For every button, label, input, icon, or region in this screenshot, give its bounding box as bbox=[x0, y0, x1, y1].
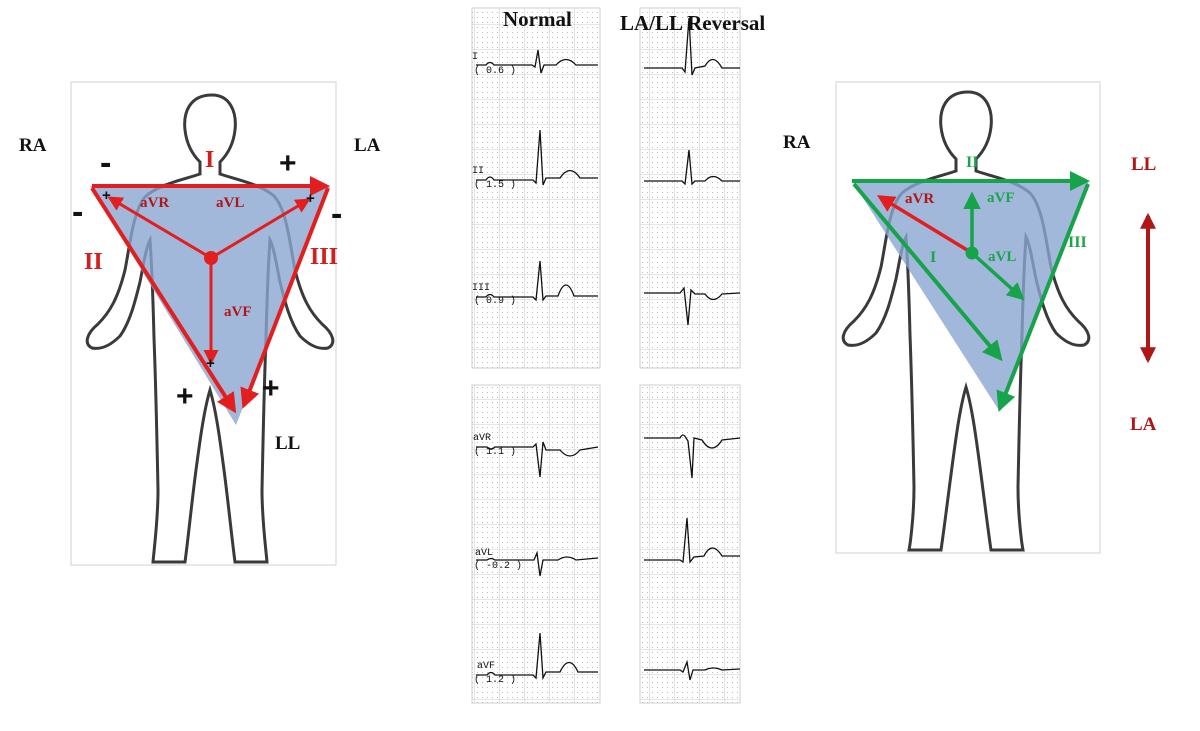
plus-sign-ll-lead-ii: + bbox=[176, 380, 194, 413]
ecg-value-lead-avf: ( 1.2 ) bbox=[474, 675, 517, 686]
right-avr-label: aVR bbox=[905, 191, 935, 207]
ecg-reversal-upper-grid bbox=[639, 7, 741, 369]
ecg-label-lead-avl: aVL bbox=[475, 548, 494, 559]
right-lead-ii-label: II bbox=[966, 154, 979, 171]
right-lead-i-label: I bbox=[930, 249, 937, 266]
heart-center-dot-reversed bbox=[965, 246, 979, 260]
left-body-outline bbox=[85, 93, 335, 564]
ecg-reversal-lead-avf-trace bbox=[644, 659, 741, 681]
avl-vector bbox=[210, 198, 311, 260]
minus-sign-la-lead-iii: - bbox=[331, 195, 343, 233]
ecg-label-lead-i: I bbox=[472, 52, 479, 63]
ecg-normal-lead-iii-trace bbox=[476, 260, 598, 302]
ecg-normal-upper-grid bbox=[471, 7, 601, 369]
ecg-normal-lead-ii-trace bbox=[476, 129, 598, 186]
right-avf-label: aVF bbox=[987, 190, 1015, 206]
right-avl-label: aVL bbox=[988, 249, 1017, 265]
ecg-normal-lead-i-trace bbox=[476, 49, 598, 74]
right-triangle-fill bbox=[852, 181, 1089, 412]
ecg-reversal-lead-iii-trace bbox=[644, 286, 741, 326]
left-electrode-ra: RA bbox=[19, 135, 47, 156]
ecg-value-lead-iii: ( 0.9 ) bbox=[474, 296, 517, 307]
left-avr-label: aVR bbox=[140, 195, 170, 211]
ecg-reversal-lead-ii-trace bbox=[644, 149, 740, 186]
lead-iii-vector-reversed bbox=[996, 183, 1090, 412]
ecg-reversal-lower-grid bbox=[639, 384, 741, 704]
right-reversal-diagram bbox=[835, 81, 1156, 554]
plus-sign-avf-tip: + bbox=[206, 355, 215, 372]
left-electrode-ll: LL bbox=[275, 433, 301, 454]
ecg-reversal-lead-avr-trace bbox=[644, 434, 741, 479]
plus-sign-avl-tip: + bbox=[306, 190, 315, 207]
ecg-normal-lead-avr-trace bbox=[476, 441, 599, 478]
ecg-label-lead-iii: III bbox=[472, 283, 491, 294]
avr-vector-reversed bbox=[877, 195, 973, 255]
ecg-value-lead-avr: ( 1.1 ) bbox=[474, 447, 517, 458]
right-electrode-la: LA bbox=[1130, 414, 1157, 435]
plus-sign-avr-tip: + bbox=[102, 187, 111, 204]
lead-i-vector-reversed bbox=[852, 182, 1003, 362]
left-lead-ii-label: II bbox=[84, 249, 103, 275]
ecg-label-lead-avf: aVF bbox=[477, 661, 496, 672]
heading-normal: Normal bbox=[503, 7, 572, 31]
right-lead-iii-label: III bbox=[1068, 234, 1087, 251]
plus-sign-la-lead-i: + bbox=[279, 147, 297, 180]
left-lead-iii-label: III bbox=[310, 244, 339, 270]
left-electrode-la: LA bbox=[354, 135, 381, 156]
ecg-normal-lead-avf-trace bbox=[476, 632, 598, 681]
left-avf-label: aVF bbox=[224, 304, 252, 320]
left-lead-i-label: I bbox=[205, 147, 215, 173]
ecg-value-lead-ii: ( 1.5 ) bbox=[474, 180, 517, 191]
heading-la-ll-reversal: LA/LL Reversal bbox=[620, 11, 766, 35]
ecg-reversal-lead-avl-trace bbox=[644, 517, 740, 564]
avl-vector-reversed bbox=[970, 251, 1025, 301]
ecg-reversal-lead-i-trace bbox=[644, 17, 740, 76]
ecg-normal-lead-avl-trace bbox=[476, 550, 599, 577]
avr-vector bbox=[107, 196, 212, 260]
ecg-normal-lower-grid bbox=[471, 384, 601, 704]
right-electrode-ra: RA bbox=[783, 132, 811, 153]
lead-iii-vector bbox=[240, 187, 330, 409]
ecg-value-lead-avl: ( -0.2 ) bbox=[474, 561, 523, 572]
left-avl-label: aVL bbox=[216, 195, 245, 211]
minus-sign-ra-lead-ii: - bbox=[72, 193, 84, 231]
right-electrode-ll: LL bbox=[1131, 154, 1157, 175]
left-einthoven-diagram bbox=[70, 81, 337, 566]
minus-sign-ra-lead-i: - bbox=[100, 144, 112, 182]
ecg-label-lead-avr: aVR bbox=[473, 433, 492, 444]
right-body-outline bbox=[841, 90, 1091, 552]
heart-center-dot bbox=[204, 251, 218, 265]
ecg-label-lead-ii: II bbox=[472, 166, 485, 177]
ecg-strips bbox=[471, 7, 741, 704]
ecg-value-lead-i: ( 0.6 ) bbox=[474, 66, 517, 77]
plus-sign-ll-lead-iii: + bbox=[262, 372, 280, 405]
lead-ii-vector bbox=[90, 186, 237, 414]
